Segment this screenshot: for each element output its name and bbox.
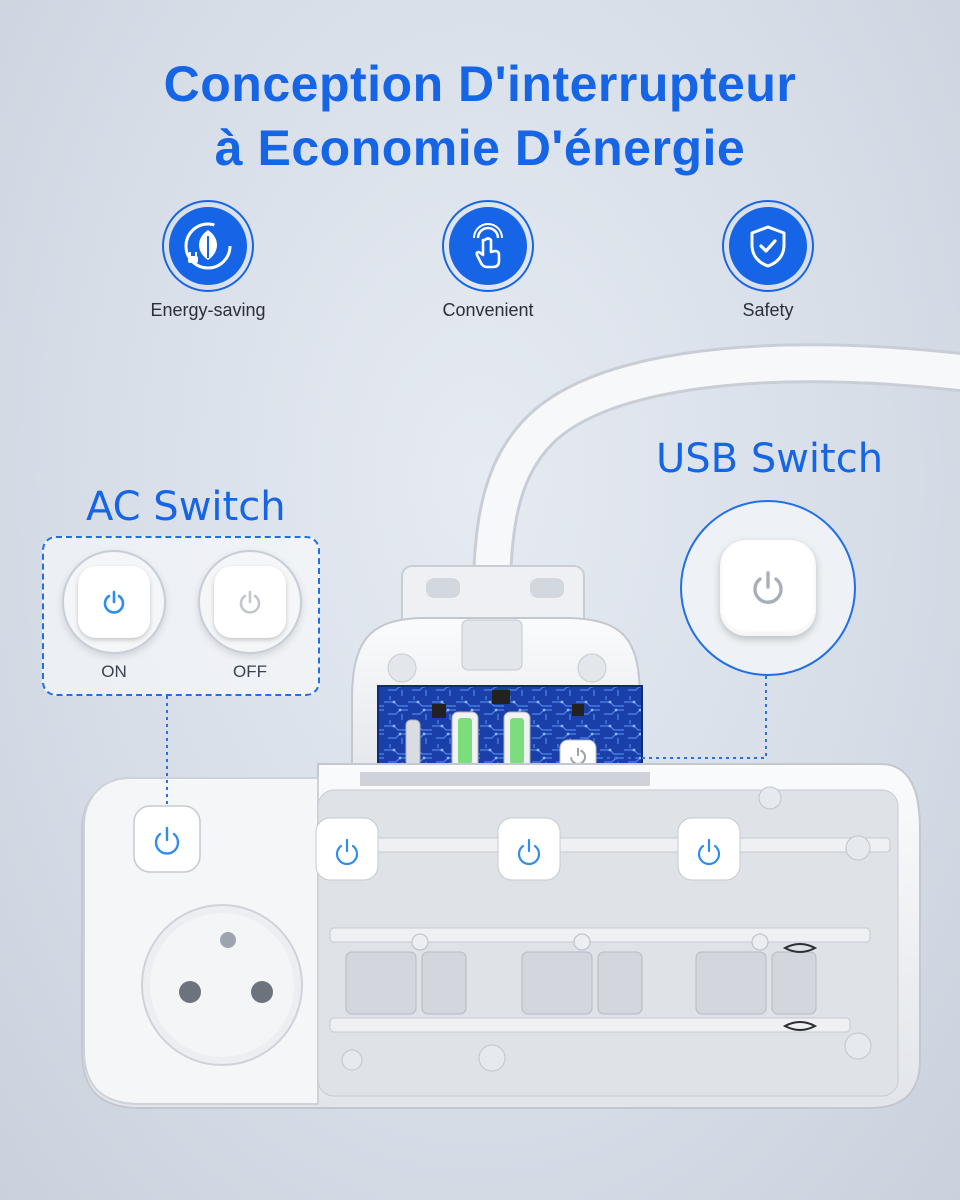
convenient-label: Convenient (442, 300, 534, 320)
usb-switch-title: USB Switch (656, 436, 884, 482)
touch-hand-icon (473, 223, 503, 269)
ac-switch-off-button[interactable] (198, 550, 302, 654)
title-line-1: Conception D'interrupteur (163, 56, 797, 112)
safety-badge (722, 200, 814, 292)
title-line-2: à Economie D'énergie (214, 120, 746, 176)
ac-switch-on-button[interactable] (62, 550, 166, 654)
power-on-icon (103, 590, 125, 614)
power-off-icon (239, 590, 261, 614)
ac-off-label: OFF (233, 662, 267, 681)
leaf-plug-icon (184, 222, 232, 270)
feature-convenient: Convenient (388, 200, 588, 321)
ac-switch-panel: ON OFF (42, 536, 320, 696)
energy-saving-badge (162, 200, 254, 292)
usb-switch-button[interactable] (680, 500, 856, 676)
ac-switch-title: AC Switch (86, 484, 286, 530)
safety-label: Safety (742, 300, 794, 320)
feature-safety: Safety (668, 200, 868, 321)
power-icon (753, 571, 783, 604)
shield-check-icon (750, 225, 786, 268)
energy-saving-label: Energy-saving (150, 300, 266, 320)
page-title: Conception D'interrupteur à Economie D'é… (0, 52, 960, 180)
feature-energy-saving: Energy-saving (108, 200, 308, 321)
convenient-badge (442, 200, 534, 292)
ac-on-label: ON (101, 662, 127, 681)
